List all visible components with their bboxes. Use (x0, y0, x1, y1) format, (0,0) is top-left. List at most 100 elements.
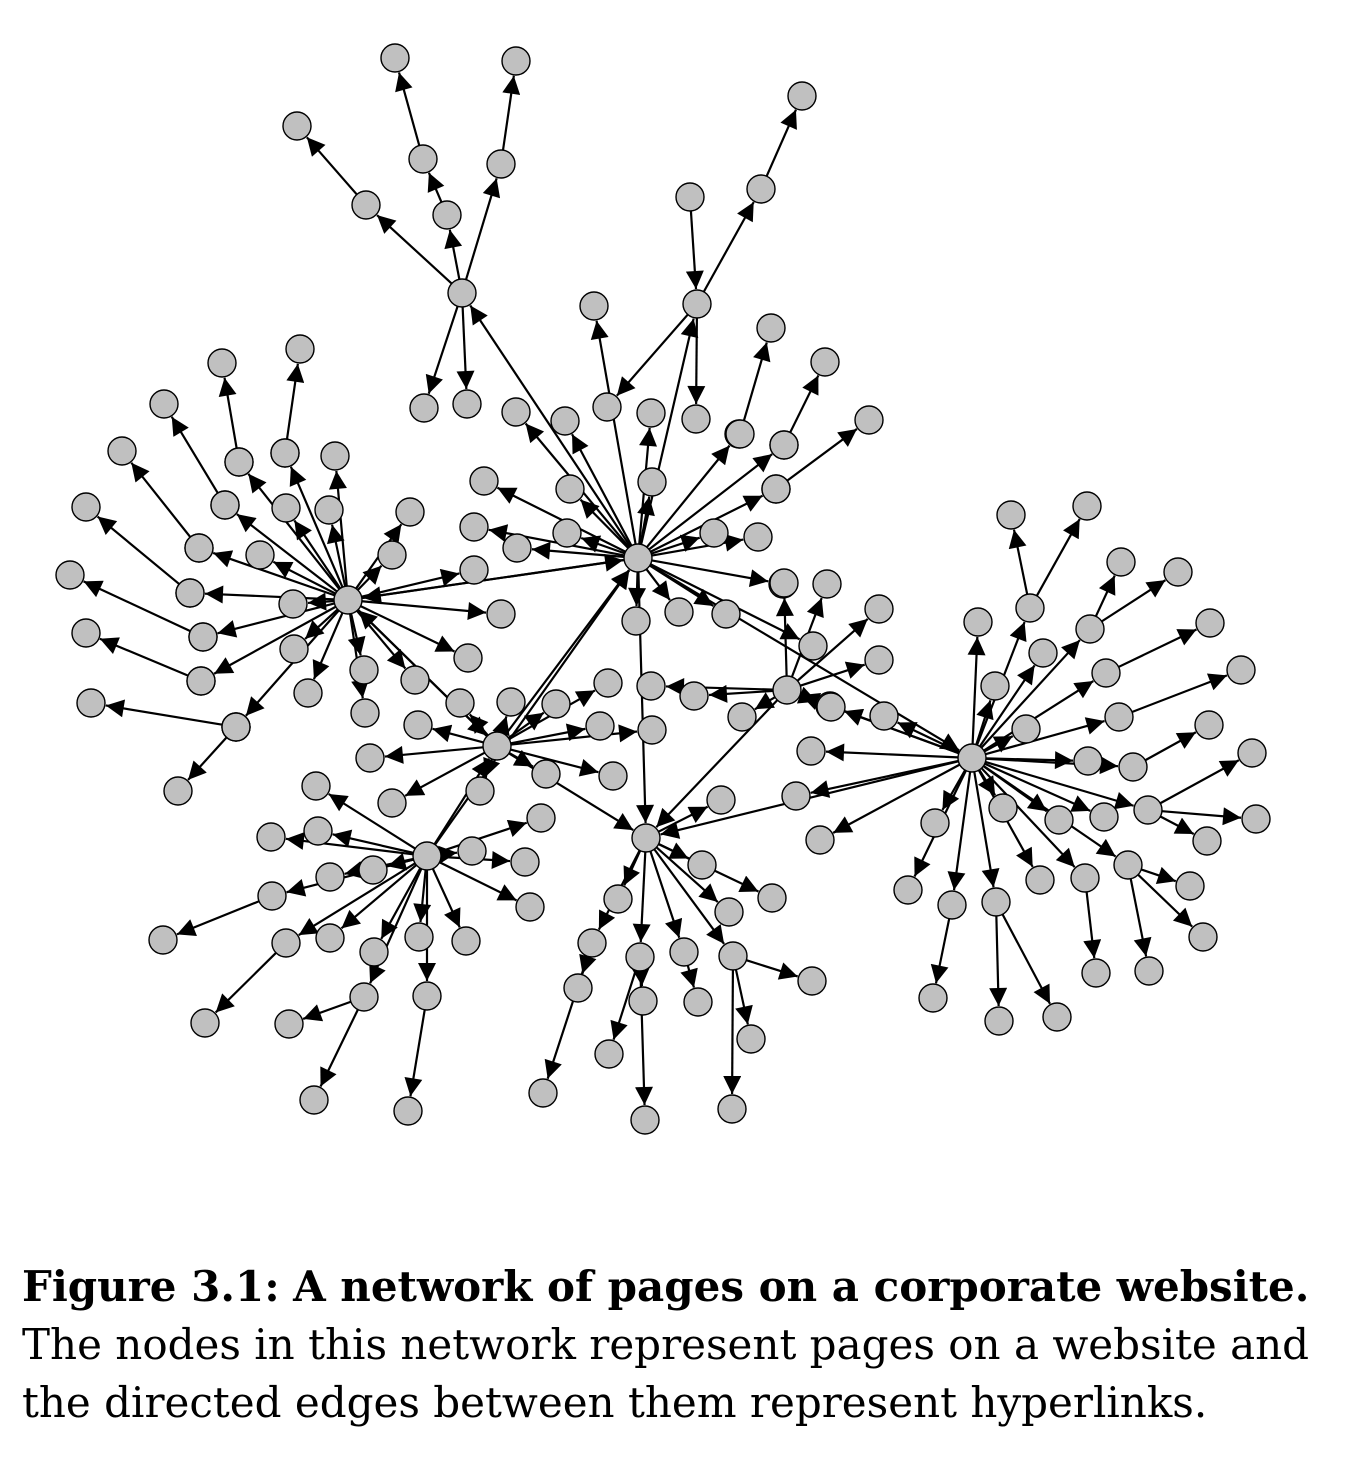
page-node (637, 467, 667, 497)
page-node (163, 776, 193, 806)
page-node (798, 631, 828, 661)
page-node (563, 973, 593, 1003)
hyperlink-edge (285, 832, 414, 856)
hyperlink-edge (930, 918, 951, 984)
page-node (355, 743, 385, 773)
hyperlink-edge (360, 605, 455, 653)
hyperlink-edge (439, 819, 528, 853)
hyperlink-edge (651, 533, 744, 557)
page-node (1089, 802, 1119, 832)
page-node (207, 348, 237, 378)
page-node (1134, 956, 1164, 986)
hyperlink-edge (1137, 873, 1193, 928)
page-node (1042, 1002, 1072, 1032)
page-node (796, 736, 826, 766)
hyperlink-edge (306, 136, 358, 196)
hyperlink-edge (469, 304, 632, 547)
hyperlink-edge (775, 597, 794, 677)
page-node (541, 689, 571, 719)
hyperlink-edge (170, 416, 219, 494)
page-node (699, 518, 729, 548)
page-node (681, 404, 711, 434)
page-node (279, 634, 309, 664)
page-node (810, 347, 840, 377)
hyperlink-edge (427, 172, 445, 203)
page-node (359, 937, 389, 967)
hyperlink-edge (1094, 575, 1116, 617)
page-node (585, 711, 615, 741)
hub-page-node (772, 675, 802, 705)
hyperlink-edge (754, 692, 776, 711)
page-node (380, 43, 410, 73)
hyperlink-edge (395, 72, 421, 146)
page-node (717, 1094, 747, 1124)
page-node (598, 761, 628, 791)
hyperlink-edge (967, 636, 986, 745)
hyperlink-edge (468, 713, 489, 737)
hyperlink-edge (357, 564, 383, 591)
hyperlink-edge (438, 845, 458, 864)
caption-title: A network of pages on a corporate websit… (293, 1262, 1310, 1311)
hyperlink-edge (1159, 759, 1240, 805)
page-node (459, 555, 489, 585)
page-node (1237, 738, 1267, 768)
hyperlink-edge (628, 571, 647, 607)
hyperlink-edge (680, 965, 698, 988)
page-node (577, 928, 607, 958)
hyperlink-edge (616, 313, 689, 397)
hyperlink-edge (99, 637, 189, 677)
hyperlink-edge (456, 306, 475, 390)
hyperlink-edge (980, 767, 1076, 868)
page-node (393, 1096, 423, 1126)
page-node (1118, 752, 1148, 782)
page-node (515, 892, 545, 922)
page-node (190, 1008, 220, 1038)
page-node (555, 474, 585, 504)
hyperlink-edge (742, 342, 771, 421)
page-node (400, 665, 430, 695)
page-node (315, 923, 345, 953)
hyperlink-edge (947, 771, 972, 891)
page-node (621, 606, 651, 636)
page-node (293, 678, 323, 708)
page-node (812, 569, 842, 599)
page-node (1091, 658, 1121, 688)
hyperlink-edge (685, 210, 704, 290)
page-node (864, 594, 894, 624)
page-node (496, 687, 526, 717)
page-node (412, 981, 442, 1011)
page-node (756, 313, 786, 343)
page-node (920, 808, 950, 838)
hyperlink-edge (687, 317, 706, 405)
page-node (706, 785, 736, 815)
hyperlink-edge (376, 214, 453, 285)
page-node (718, 941, 748, 971)
hyperlink-edge (1101, 579, 1167, 623)
hyperlink-edge (655, 846, 719, 903)
hyperlink-edge (973, 771, 1000, 888)
page-node (1104, 702, 1134, 732)
hyperlink-edge (293, 519, 342, 590)
hyperlink-edge (347, 613, 366, 656)
page-node (675, 182, 705, 212)
hyperlink-edge (1001, 913, 1051, 1005)
hyperlink-edge (425, 305, 459, 395)
page-node (1133, 795, 1163, 825)
hub-page-node (623, 543, 653, 573)
hyperlink-edge (984, 762, 1091, 812)
hyperlink-edge (746, 959, 799, 980)
page-node (1106, 547, 1136, 577)
page-node (451, 926, 481, 956)
hyperlink-edge (645, 568, 671, 601)
hyperlink-edge (404, 1009, 426, 1097)
page-node (984, 1006, 1014, 1036)
page-node (526, 803, 556, 833)
hyperlink-edge (289, 466, 344, 588)
hyperlink-edge (825, 743, 959, 762)
page-node (404, 922, 434, 952)
hyperlink-edge (304, 608, 339, 640)
hyperlink-edge (130, 462, 192, 538)
page-node (486, 599, 516, 629)
hyperlink-edge (464, 178, 501, 280)
page-node (664, 597, 694, 627)
